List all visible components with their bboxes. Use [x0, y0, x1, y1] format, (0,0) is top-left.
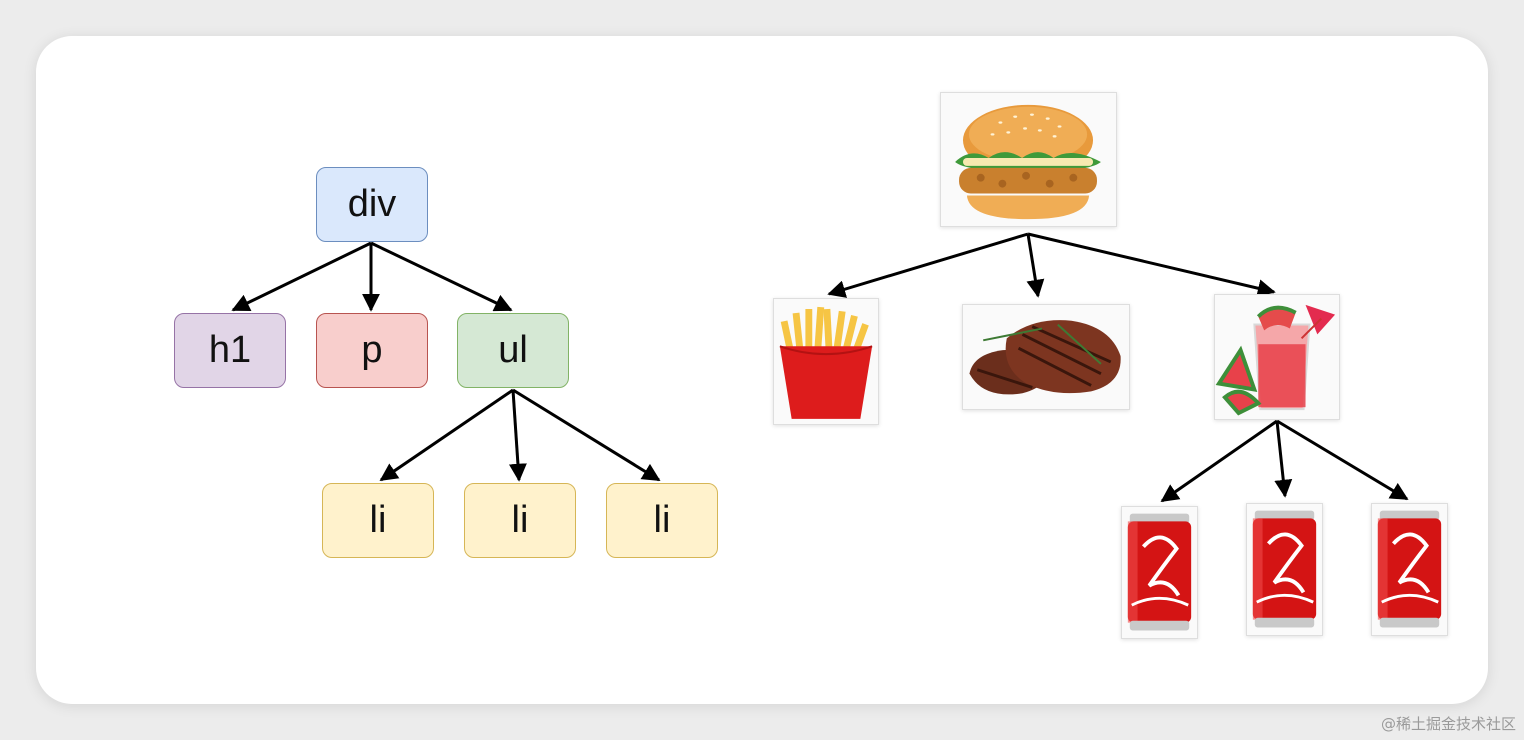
- fries-icon: [773, 298, 879, 425]
- burger-icon: [940, 92, 1117, 227]
- edge-burger-fries: [827, 232, 1029, 298]
- node-li-2: li: [464, 483, 576, 558]
- edge-burger-drink: [1027, 232, 1276, 298]
- watermark: @稀土掘金技术社区: [1380, 715, 1516, 733]
- node-li-1-label: li: [369, 499, 387, 541]
- node-li-1: li: [322, 483, 434, 558]
- node-ul-label: ul: [498, 329, 528, 371]
- node-div: div: [316, 167, 428, 242]
- watermelon-drink-icon: [1214, 294, 1340, 420]
- edge-ul-li2: [508, 389, 527, 482]
- edge-div-h1: [231, 241, 372, 312]
- edge-drink-cola1: [1160, 419, 1278, 503]
- cola-can-icon-3: [1371, 503, 1448, 636]
- edge-div-ul: [370, 241, 513, 312]
- steak-icon: [962, 304, 1130, 410]
- node-h1-label: h1: [208, 329, 252, 371]
- node-p-label: p: [361, 329, 383, 371]
- cola-can-icon-1: [1121, 506, 1198, 639]
- node-li-2-label: li: [511, 499, 529, 541]
- node-h1: h1: [174, 313, 286, 388]
- cola-can-icon-2: [1246, 503, 1323, 636]
- edge-drink-cola2: [1274, 420, 1293, 498]
- edge-ul-li1: [379, 388, 514, 482]
- node-div-label: div: [347, 183, 397, 225]
- node-li-3: li: [606, 483, 718, 558]
- edge-burger-steak: [1026, 233, 1045, 298]
- edge-drink-cola3: [1276, 419, 1409, 501]
- edge-ul-li3: [512, 388, 661, 482]
- node-li-3-label: li: [653, 499, 671, 541]
- node-ul: ul: [457, 313, 569, 388]
- node-p: p: [316, 313, 428, 388]
